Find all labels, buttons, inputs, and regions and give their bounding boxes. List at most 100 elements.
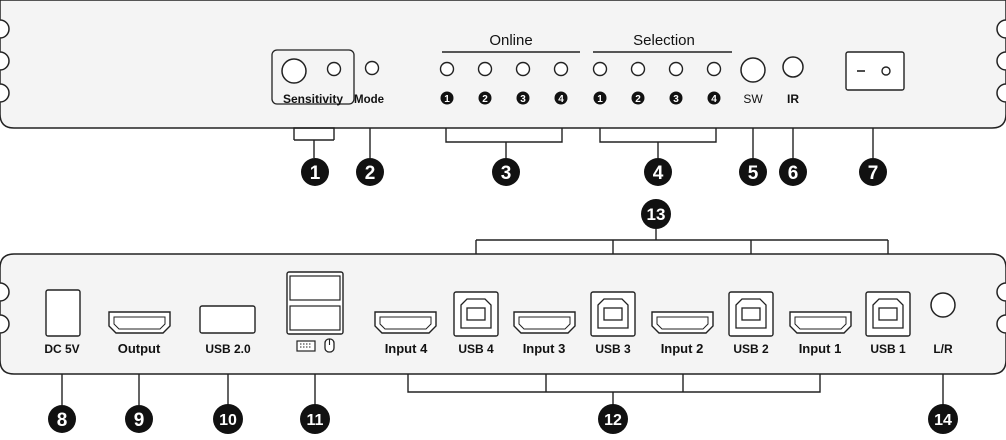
online-label: Online xyxy=(489,32,532,49)
svg-text:11: 11 xyxy=(307,412,324,429)
sensitivity-knob[interactable] xyxy=(281,58,307,84)
online-led-2 xyxy=(477,61,493,77)
hdmi-input-1-port[interactable] xyxy=(789,311,852,334)
usb-mouse-port[interactable] xyxy=(289,305,341,331)
dc-5v-port[interactable] xyxy=(45,289,81,337)
selection-number-4: 4 xyxy=(707,91,721,105)
selection-number-3: 3 xyxy=(669,91,683,105)
power-switch-off-mark xyxy=(881,66,891,76)
usb-b-4-port[interactable] xyxy=(453,291,499,337)
svg-text:1: 1 xyxy=(444,94,450,105)
ir-receiver xyxy=(782,56,804,78)
online-number-1: 1 xyxy=(440,91,454,105)
hdmi-input-3-port[interactable] xyxy=(513,311,576,334)
lr-switch[interactable] xyxy=(930,292,956,318)
callout-13: 13 xyxy=(641,199,671,229)
svg-text:3: 3 xyxy=(520,94,526,105)
usb-3-label: USB 3 xyxy=(595,342,631,356)
callout-2: 2 xyxy=(356,158,384,186)
svg-text:4: 4 xyxy=(558,94,564,105)
sensitivity-led xyxy=(326,61,342,77)
selection-number-2: 2 xyxy=(631,91,645,105)
callout-5: 5 xyxy=(739,158,767,186)
callout-6: 6 xyxy=(779,158,807,186)
online-number-3: 3 xyxy=(516,91,530,105)
svg-text:2: 2 xyxy=(365,163,376,184)
svg-text:6: 6 xyxy=(788,163,799,184)
rear-panel-body xyxy=(0,253,1006,375)
svg-text:5: 5 xyxy=(748,163,759,184)
selection-led-1 xyxy=(592,61,608,77)
svg-text:13: 13 xyxy=(647,205,666,224)
usb-b-2-port[interactable] xyxy=(728,291,774,337)
svg-text:3: 3 xyxy=(501,163,512,184)
online-number-4: 4 xyxy=(554,91,568,105)
input-3-label: Input 3 xyxy=(523,341,566,356)
usb-b-3-port[interactable] xyxy=(590,291,636,337)
selection-led-4 xyxy=(706,61,722,77)
dc-5v-label: DC 5V xyxy=(44,342,79,356)
input-1-label: Input 1 xyxy=(799,341,842,356)
hdmi-input-2-port[interactable] xyxy=(651,311,714,334)
callout-14: 14 xyxy=(928,404,958,434)
input-2-label: Input 2 xyxy=(661,341,704,356)
front-panel: Sensitivity Mode Online 1 2 3 4 Selectio… xyxy=(0,0,1006,129)
usb-1-label: USB 1 xyxy=(870,342,906,356)
callout-12: 12 xyxy=(598,404,628,434)
usb-b-1-port[interactable] xyxy=(865,291,911,337)
callout-9: 9 xyxy=(125,405,153,433)
sw-button[interactable] xyxy=(740,57,766,83)
power-switch[interactable] xyxy=(845,51,905,91)
selection-leds: 1 2 3 4 xyxy=(592,61,722,105)
svg-text:2: 2 xyxy=(482,94,488,105)
svg-text:1: 1 xyxy=(310,163,321,184)
usb-2-label: USB 2 xyxy=(733,342,769,356)
svg-text:3: 3 xyxy=(673,94,679,105)
input-4-label: Input 4 xyxy=(385,341,428,356)
online-led-4 xyxy=(553,61,569,77)
callout-4: 4 xyxy=(644,158,672,186)
svg-text:12: 12 xyxy=(604,412,622,429)
keyboard-icon xyxy=(296,340,316,352)
callout-8: 8 xyxy=(48,405,76,433)
usb-2-0-port[interactable] xyxy=(199,305,256,334)
selection-label: Selection xyxy=(633,32,695,49)
svg-text:7: 7 xyxy=(868,163,879,184)
callout-7: 7 xyxy=(859,158,887,186)
online-led-3 xyxy=(515,61,531,77)
selection-led-3 xyxy=(668,61,684,77)
usb-2-0-label: USB 2.0 xyxy=(205,342,251,356)
front-leader-lines xyxy=(293,127,874,158)
svg-text:4: 4 xyxy=(653,163,664,184)
callout-11: 11 xyxy=(300,404,330,434)
mouse-icon xyxy=(324,338,335,353)
sensitivity-label: Sensitivity xyxy=(283,92,343,106)
rear-top-leader-lines xyxy=(475,229,889,254)
mode-led xyxy=(364,60,380,76)
svg-text:4: 4 xyxy=(711,94,717,105)
output-label: Output xyxy=(118,341,161,356)
usb-4-label: USB 4 xyxy=(458,342,494,356)
ir-label: IR xyxy=(787,92,799,106)
sw-label: SW xyxy=(743,92,763,106)
svg-text:10: 10 xyxy=(219,412,237,429)
svg-text:14: 14 xyxy=(934,412,952,429)
mode-label: Mode xyxy=(354,94,384,106)
selection-number-1: 1 xyxy=(593,91,607,105)
callout-3: 3 xyxy=(492,158,520,186)
rear-bottom-leader-lines xyxy=(61,374,944,405)
hdmi-input-4-port[interactable] xyxy=(374,311,437,334)
svg-text:1: 1 xyxy=(597,94,603,105)
front-panel-body xyxy=(0,0,1006,129)
svg-text:9: 9 xyxy=(134,410,145,431)
usb-keyboard-port[interactable] xyxy=(289,275,341,301)
svg-text:8: 8 xyxy=(57,410,68,431)
svg-text:2: 2 xyxy=(635,94,641,105)
lr-label: L/R xyxy=(933,342,953,356)
rear-panel: DC 5V Output USB 2.0 Input 4 xyxy=(0,253,1006,375)
sensitivity-frame xyxy=(271,49,355,105)
hdmi-output-port[interactable] xyxy=(108,311,171,334)
online-leds: 1 2 3 4 xyxy=(439,61,569,105)
